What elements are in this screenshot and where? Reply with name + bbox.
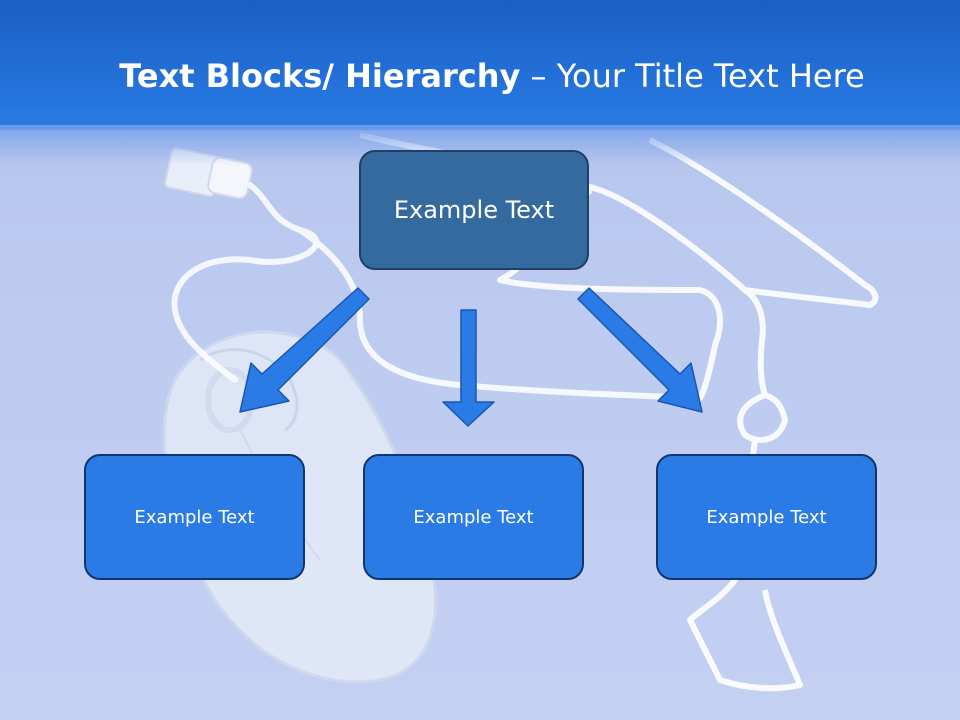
child-text-box-1[interactable]: Example Text: [84, 454, 305, 580]
arrow-center: [442, 309, 495, 427]
slide-title-rest: – Your Title Text Here: [520, 57, 865, 95]
top-text-box[interactable]: Example Text: [359, 150, 589, 270]
child-text-box-2[interactable]: Example Text: [363, 454, 584, 580]
title-bar: [0, 0, 960, 130]
slide-title: Text Blocks/ Hierarchy – Your Title Text…: [0, 54, 960, 98]
arrow-right: [577, 287, 703, 413]
child-text-box-3[interactable]: Example Text: [656, 454, 877, 580]
usb-cable-icon: [164, 146, 703, 401]
slide-title-bold: Text Blocks/ Hierarchy: [119, 57, 521, 95]
arrow-left: [239, 287, 370, 413]
